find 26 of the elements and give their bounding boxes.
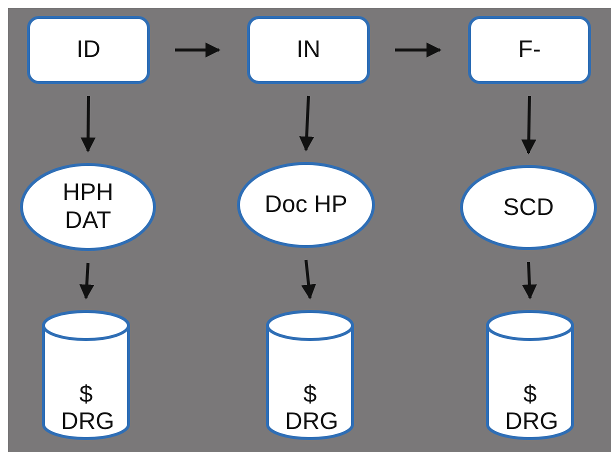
arrow <box>299 96 314 152</box>
database-cylinder <box>486 310 574 440</box>
node-label: SCD <box>503 194 554 222</box>
ellipse-node <box>20 163 156 251</box>
arrow <box>521 96 536 154</box>
node-label: F- <box>518 36 541 64</box>
node-label: HPH DAT <box>62 179 114 235</box>
database-cylinder <box>266 310 354 440</box>
process-box <box>27 16 150 84</box>
node-label: $ DRG <box>285 380 335 436</box>
node-label: $ DRG <box>505 380 555 436</box>
node-label: ID <box>76 36 100 64</box>
ellipse-node <box>460 165 597 250</box>
database-cylinder <box>42 310 130 440</box>
node-label: Doc HP <box>264 191 348 219</box>
arrow <box>522 262 537 300</box>
node-label: IN <box>296 36 320 64</box>
arrow <box>301 260 316 300</box>
arrow <box>395 42 442 58</box>
ellipse-node <box>237 162 375 248</box>
node-label: $ DRG <box>61 380 111 436</box>
arrow <box>175 42 220 58</box>
process-box <box>247 16 370 84</box>
arrow <box>79 262 94 300</box>
arrow <box>80 96 96 152</box>
process-box <box>468 16 591 84</box>
